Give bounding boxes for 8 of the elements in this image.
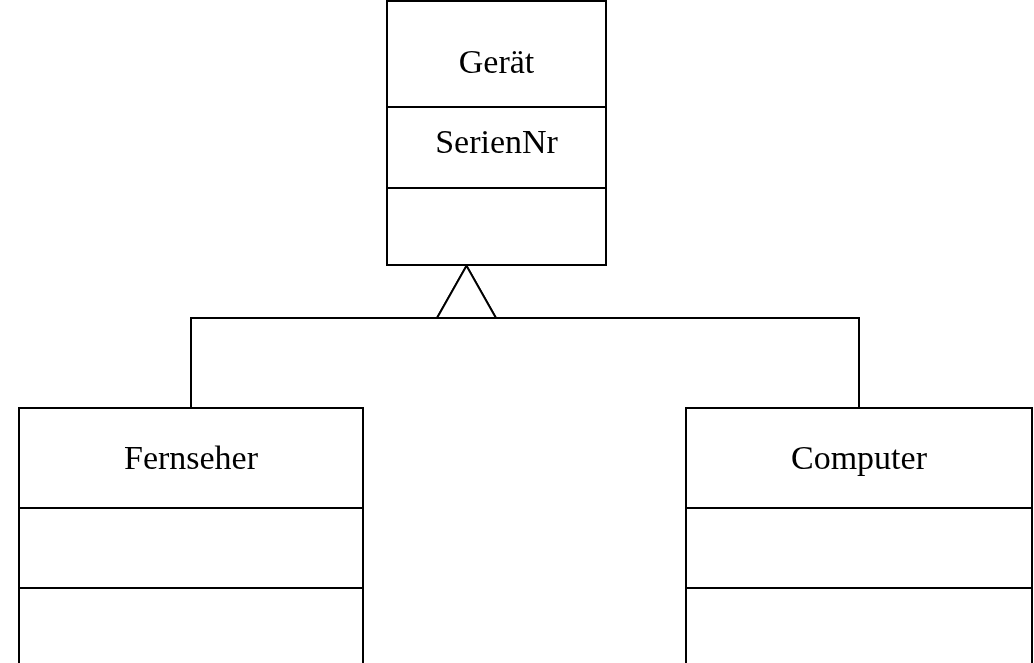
class-name: Computer	[791, 439, 927, 477]
class-box	[685, 407, 1033, 663]
class-box	[386, 0, 607, 266]
class-name: Fernseher	[123, 439, 259, 477]
attribute-text: SerienNr	[435, 122, 558, 161]
generalization-arrow	[436, 264, 860, 408]
class-name: Gerät	[458, 43, 535, 81]
class-box	[18, 407, 364, 663]
